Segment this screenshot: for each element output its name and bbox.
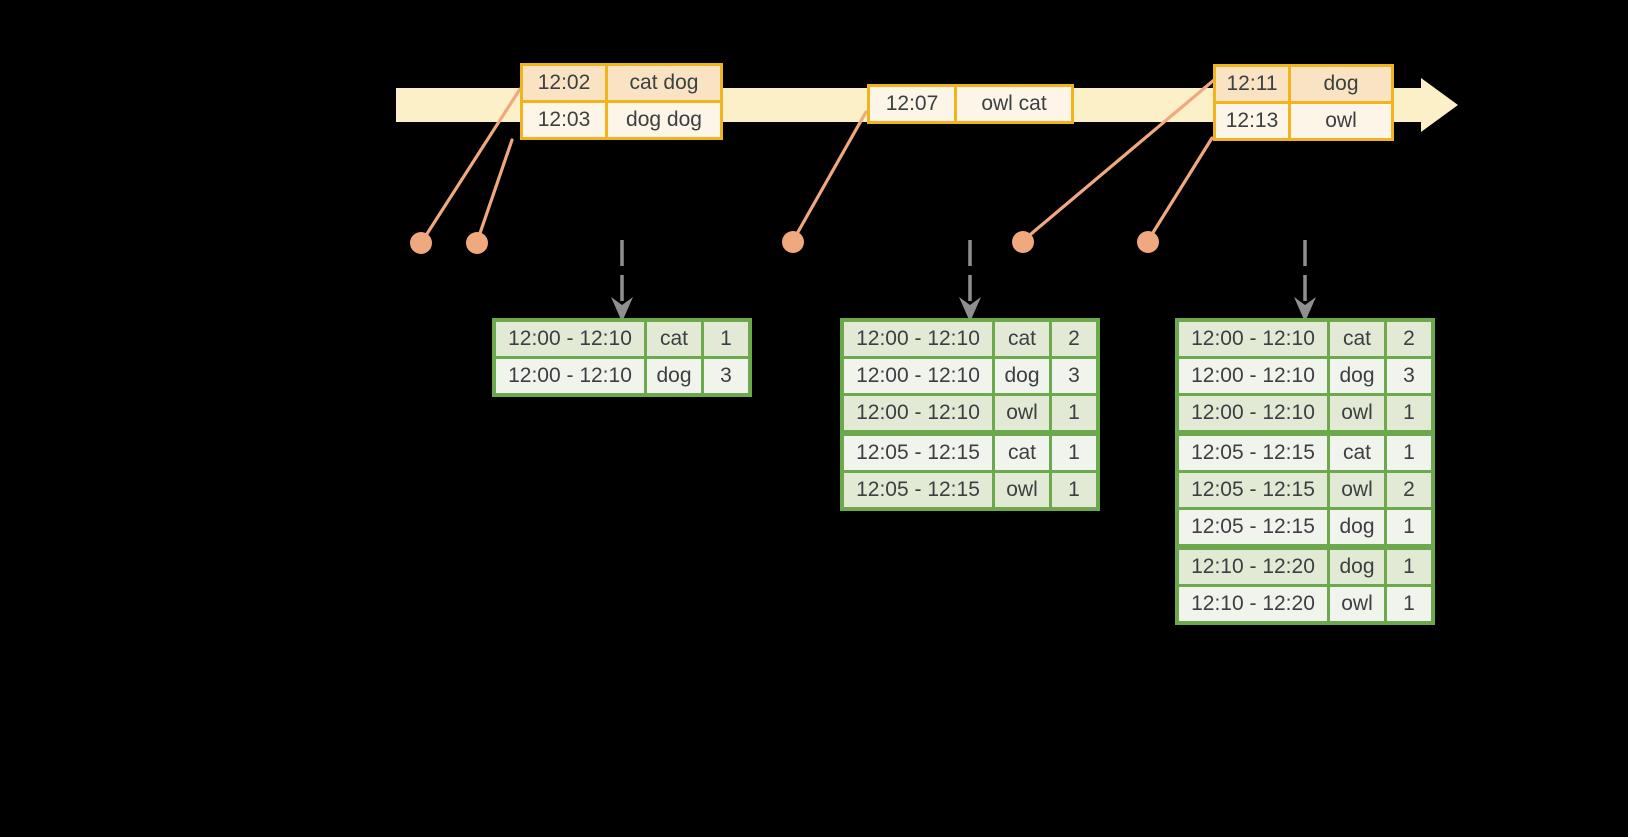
event-box-1: 12:02 cat dog 12:03 dog dog <box>520 63 723 140</box>
window-cell: 12:00 - 12:10 <box>844 359 992 393</box>
count-cell: 1 <box>1387 550 1431 584</box>
event-time: 12:13 <box>1216 104 1288 138</box>
result-table-3: 12:00 - 12:10 cat 2 12:00 - 12:10 dog 3 … <box>1175 318 1435 625</box>
window-cell: 12:00 - 12:10 <box>1179 359 1327 393</box>
event-row: 12:07 owl cat <box>870 87 1071 121</box>
flow-arrows <box>611 240 1316 322</box>
table-row: 12:00 - 12:10 dog 3 <box>1179 359 1431 393</box>
table-row: 12:05 - 12:15 owl 2 <box>1179 473 1431 507</box>
table-row: 12:05 - 12:15 cat 1 <box>1179 436 1431 470</box>
word-cell: owl <box>1330 473 1384 507</box>
event-words: owl <box>1291 104 1391 138</box>
table-row: 12:00 - 12:10 dog 3 <box>496 359 748 393</box>
count-cell: 1 <box>704 322 748 356</box>
table-row: 12:00 - 12:10 owl 1 <box>844 396 1096 430</box>
event-row: 12:13 owl <box>1216 104 1391 138</box>
word-cell: dog <box>1330 510 1384 544</box>
event-dot <box>1137 231 1159 253</box>
event-row: 12:03 dog dog <box>523 103 720 137</box>
count-cell: 1 <box>1052 396 1096 430</box>
table-row: 12:05 - 12:15 dog 1 <box>1179 510 1431 544</box>
event-box-3: 12:11 dog 12:13 owl <box>1213 64 1394 141</box>
event-dot <box>782 231 804 253</box>
window-cell: 12:05 - 12:15 <box>844 473 992 507</box>
word-cell: owl <box>995 473 1049 507</box>
window-cell: 12:05 - 12:15 <box>844 436 992 470</box>
window-cell: 12:00 - 12:10 <box>496 322 644 356</box>
table-row: 12:00 - 12:10 dog 3 <box>844 359 1096 393</box>
event-time: 12:07 <box>870 87 954 121</box>
event-time: 12:03 <box>523 103 605 137</box>
word-cell: dog <box>1330 550 1384 584</box>
window-cell: 12:10 - 12:20 <box>1179 550 1327 584</box>
window-cell: 12:00 - 12:10 <box>1179 322 1327 356</box>
count-cell: 3 <box>704 359 748 393</box>
word-cell: owl <box>995 396 1049 430</box>
count-cell: 3 <box>1052 359 1096 393</box>
result-table-1: 12:00 - 12:10 cat 1 12:00 - 12:10 dog 3 <box>492 318 752 397</box>
window-cell: 12:05 - 12:15 <box>1179 436 1327 470</box>
event-dot <box>1012 231 1034 253</box>
count-cell: 1 <box>1387 510 1431 544</box>
count-cell: 1 <box>1387 436 1431 470</box>
table-row: 12:05 - 12:15 owl 1 <box>844 473 1096 507</box>
connector-line <box>792 110 868 241</box>
window-cell: 12:05 - 12:15 <box>1179 510 1327 544</box>
window-cell: 12:10 - 12:20 <box>1179 587 1327 621</box>
window-cell: 12:00 - 12:10 <box>496 359 644 393</box>
event-row: 12:02 cat dog <box>523 66 720 100</box>
word-cell: dog <box>647 359 701 393</box>
count-cell: 2 <box>1387 473 1431 507</box>
word-cell: cat <box>995 436 1049 470</box>
event-time: 12:11 <box>1216 67 1288 101</box>
count-cell: 1 <box>1052 473 1096 507</box>
count-cell: 1 <box>1387 396 1431 430</box>
table-row: 12:00 - 12:10 cat 2 <box>1179 322 1431 356</box>
count-cell: 3 <box>1387 359 1431 393</box>
word-cell: cat <box>995 322 1049 356</box>
event-dots <box>410 231 1159 254</box>
table-row: 12:00 - 12:10 cat 1 <box>496 322 748 356</box>
table-row: 12:00 - 12:10 cat 2 <box>844 322 1096 356</box>
table-row: 12:00 - 12:10 owl 1 <box>1179 396 1431 430</box>
event-words: dog dog <box>608 103 720 137</box>
word-cell: cat <box>647 322 701 356</box>
event-box-2: 12:07 owl cat <box>867 84 1074 124</box>
word-cell: owl <box>1330 396 1384 430</box>
table-row: 12:10 - 12:20 dog 1 <box>1179 550 1431 584</box>
event-row: 12:11 dog <box>1216 67 1391 101</box>
word-cell: dog <box>995 359 1049 393</box>
count-cell: 2 <box>1387 322 1431 356</box>
word-cell: dog <box>1330 359 1384 393</box>
result-table-2: 12:00 - 12:10 cat 2 12:00 - 12:10 dog 3 … <box>840 318 1100 511</box>
event-dot <box>410 232 432 254</box>
event-words: owl cat <box>957 87 1071 121</box>
window-cell: 12:05 - 12:15 <box>1179 473 1327 507</box>
connector-line <box>476 138 514 241</box>
timeline-arrowhead-icon <box>1421 78 1458 132</box>
connector-line <box>1147 136 1214 241</box>
word-cell: cat <box>1330 322 1384 356</box>
window-cell: 12:00 - 12:10 <box>844 322 992 356</box>
word-cell: owl <box>1330 587 1384 621</box>
event-words: cat dog <box>608 66 720 100</box>
word-cell: cat <box>1330 436 1384 470</box>
window-cell: 12:00 - 12:10 <box>844 396 992 430</box>
count-cell: 1 <box>1387 587 1431 621</box>
table-row: 12:05 - 12:15 cat 1 <box>844 436 1096 470</box>
event-words: dog <box>1291 67 1391 101</box>
event-dot <box>466 232 488 254</box>
count-cell: 2 <box>1052 322 1096 356</box>
window-cell: 12:00 - 12:10 <box>1179 396 1327 430</box>
count-cell: 1 <box>1052 436 1096 470</box>
event-time: 12:02 <box>523 66 605 100</box>
table-row: 12:10 - 12:20 owl 1 <box>1179 587 1431 621</box>
